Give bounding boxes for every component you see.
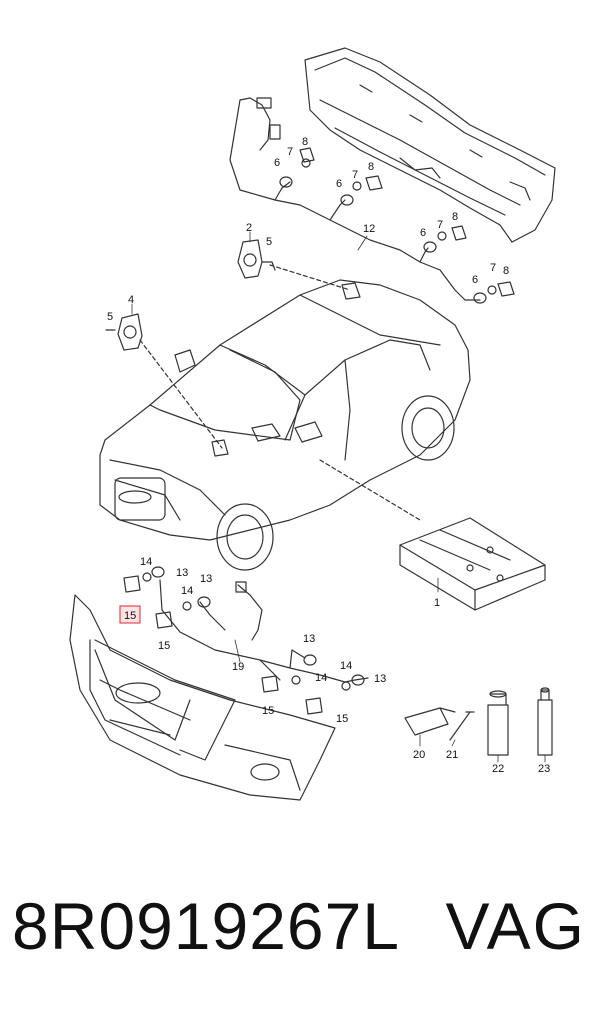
rear-bumper-cover: [304, 47, 556, 243]
callout-7: 7: [352, 169, 358, 181]
callout-21: 21: [446, 749, 458, 761]
callout-8: 8: [302, 136, 308, 148]
highlight-box: [119, 605, 141, 624]
reference-lines: [139, 264, 421, 521]
callout-5: 5: [107, 311, 113, 323]
callout-4: 4: [128, 294, 134, 306]
control-unit-bracket-4: [105, 313, 143, 351]
callout-13: 13: [303, 633, 315, 645]
sensor-unit-20: [404, 707, 456, 736]
callout-20: 20: [413, 749, 425, 761]
front-bumper-cover: [69, 594, 336, 801]
callout-8: 8: [452, 211, 458, 223]
callout-14: 14: [181, 585, 193, 597]
callout-5: 5: [266, 236, 272, 248]
callout-13: 13: [374, 673, 386, 685]
brand-name: VAG: [445, 889, 586, 963]
parts-diagram: 2 5 4 5 8 7 6 8 7 6 12 8 7 6 8 7 6 1 14 …: [69, 47, 556, 801]
leader-lines: [131, 231, 546, 763]
callout-14: 14: [140, 556, 152, 568]
callout-13: 13: [176, 567, 188, 579]
callout-15: 15: [336, 713, 348, 725]
callout-6: 6: [420, 227, 426, 239]
parking-aid-module: [399, 517, 546, 611]
front-wiring-harness: [159, 579, 369, 683]
callout-6: 6: [472, 274, 478, 286]
part-number: 8R0919267L: [12, 889, 401, 963]
callout-15: 15: [158, 640, 170, 652]
callout-23: 23: [538, 763, 550, 775]
callout-8: 8: [503, 265, 509, 277]
car-body: [99, 279, 471, 571]
callout-19: 19: [232, 661, 244, 673]
callout-6: 6: [274, 157, 280, 169]
callout-15: 15: [124, 610, 136, 622]
callout-22: 22: [492, 763, 504, 775]
paint-pen-23: [537, 687, 553, 756]
callout-7: 7: [287, 146, 293, 158]
paint-bottle-22: [487, 690, 509, 756]
callout-8: 8: [368, 161, 374, 173]
rear-sensor-group: [279, 147, 515, 304]
callout-13: 13: [200, 573, 212, 585]
callout-15: 15: [262, 705, 274, 717]
callout-14: 14: [340, 660, 352, 672]
callout-6: 6: [336, 178, 342, 190]
rear-wiring-harness: [229, 97, 481, 301]
control-unit-bracket-2: [237, 239, 276, 279]
callout-12: 12: [363, 223, 375, 235]
callout-14: 14: [315, 672, 327, 684]
callout-7: 7: [490, 262, 496, 274]
front-sensor-group: [123, 566, 365, 715]
screw-21: [449, 711, 475, 741]
callout-labels: 2 5 4 5 8 7 6 8 7 6 12 8 7 6 8 7 6 1 14 …: [107, 136, 550, 775]
callout-2: 2: [246, 222, 252, 234]
callout-1: 1: [434, 597, 440, 609]
callout-7: 7: [437, 219, 443, 231]
